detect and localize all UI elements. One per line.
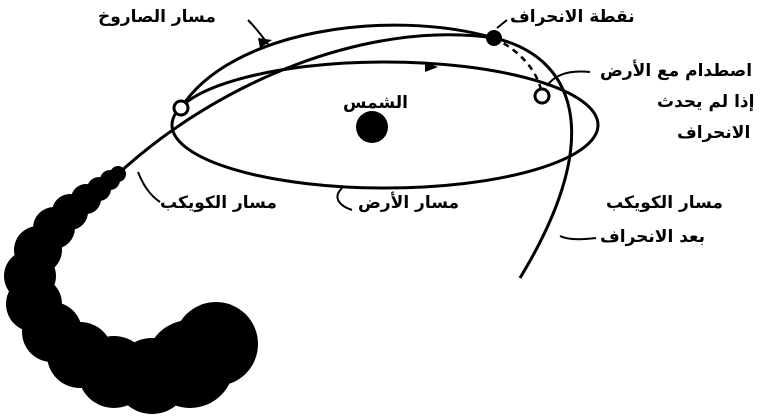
deflected-path-leader bbox=[560, 236, 596, 239]
asteroid-path-label: مسار الكويكب bbox=[160, 192, 277, 214]
earth-position-right bbox=[535, 89, 549, 103]
no-deflection-label-line2: الانحراف bbox=[677, 122, 750, 144]
rocket-path-leader bbox=[248, 20, 268, 44]
deflection-point-label: نقطة الانحراف bbox=[510, 6, 635, 28]
sun-label: الشمس bbox=[343, 92, 408, 114]
deflected-path-label-line2: بعد الانحراف bbox=[600, 226, 705, 248]
deflected-path-label-line1: مسار الكويكب bbox=[606, 192, 723, 214]
deflection-point-dot bbox=[486, 30, 502, 46]
earth-orbit-label: مسار الأرض bbox=[358, 192, 459, 214]
deflection-point-leader bbox=[497, 20, 507, 28]
collision-label: اصطدام مع الأرض bbox=[600, 60, 752, 82]
no-deflection-label-line1: إذا لم يحدث bbox=[657, 91, 754, 113]
earth-position-left bbox=[174, 101, 188, 115]
sun-disc bbox=[356, 111, 388, 143]
rocket-path-label: مسار الصاروخ bbox=[98, 6, 216, 28]
earth-orbit-leader bbox=[337, 188, 352, 210]
asteroid-path-leader bbox=[138, 172, 160, 202]
